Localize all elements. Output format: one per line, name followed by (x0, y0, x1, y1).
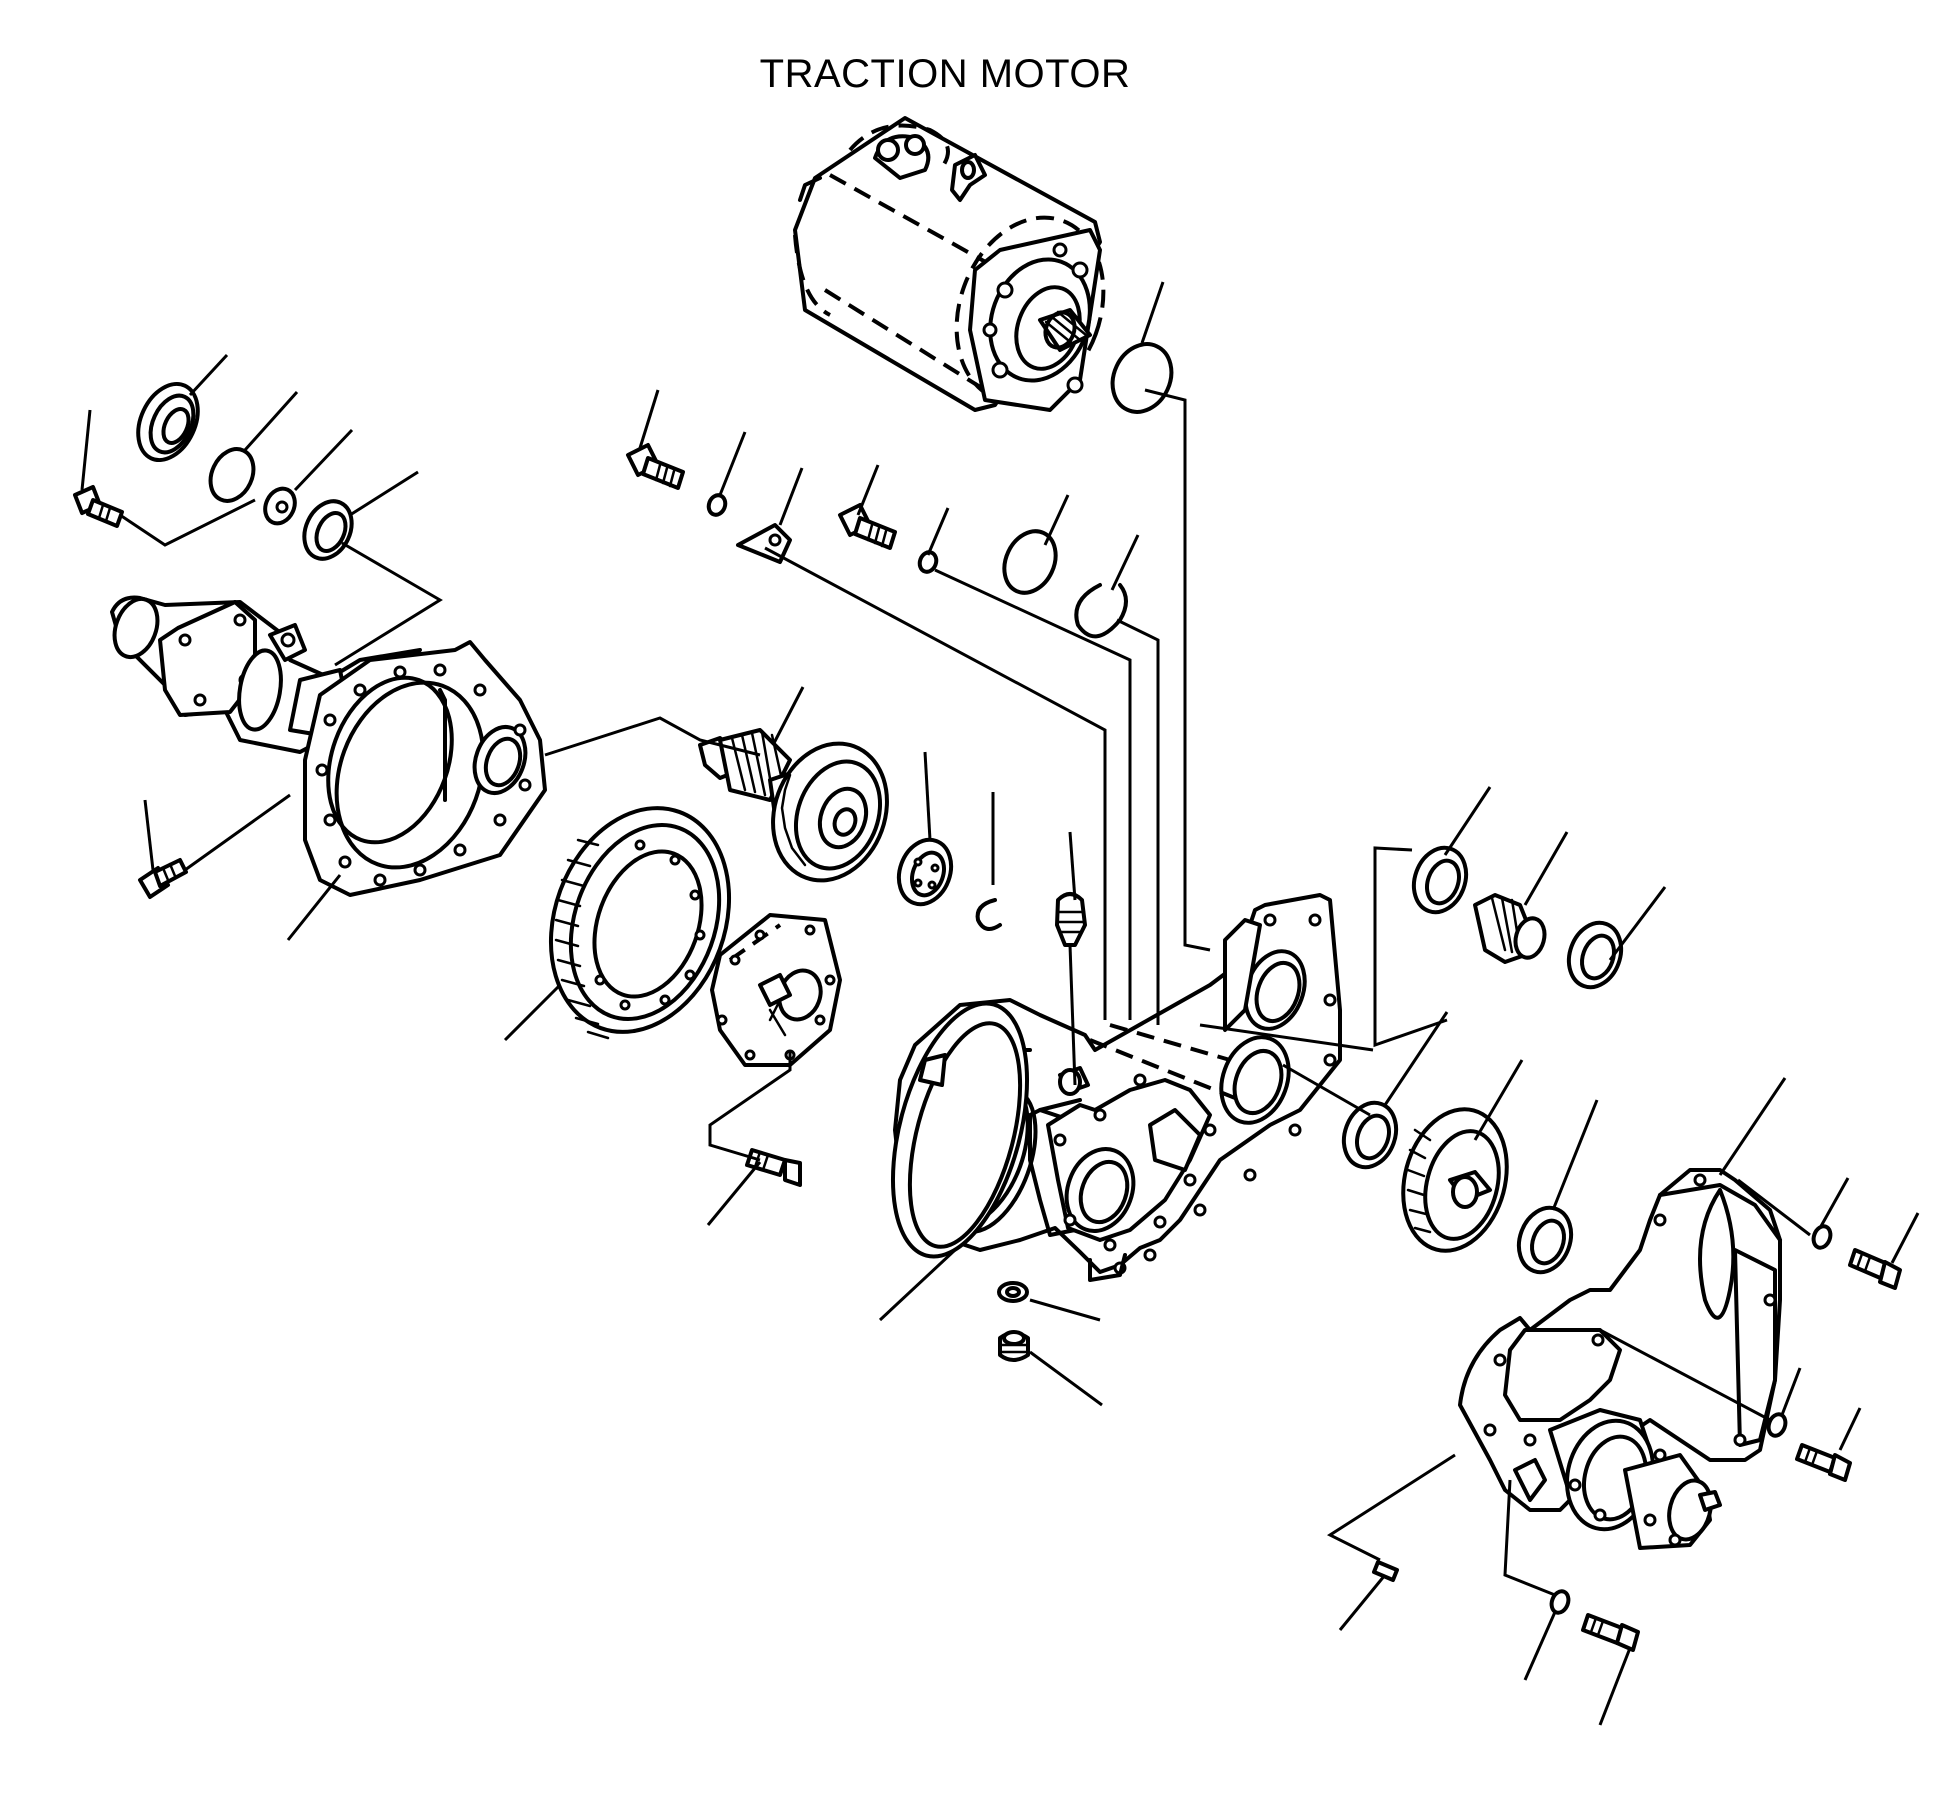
o-ring-mid (1002, 529, 1058, 595)
bolt-left-top (73, 485, 124, 528)
washer-top-1 (706, 493, 728, 517)
flange-left (303, 640, 547, 897)
bolt-left-mid (138, 858, 188, 899)
bolt-top-1 (626, 443, 685, 490)
snap-ring-center (975, 898, 1002, 931)
housing-right (1458, 1168, 1782, 1550)
o-ring-motor (1110, 342, 1174, 414)
gear-right (1401, 1107, 1509, 1253)
bolt-right-3 (1581, 1613, 1640, 1652)
dowel-pin (1372, 1560, 1399, 1582)
bolt-right-2 (1795, 1443, 1852, 1482)
ring-gear (548, 806, 732, 1040)
bearing-right-low (1341, 1100, 1399, 1170)
bolt-center-bottom (745, 1148, 802, 1187)
traction-motor (793, 116, 1106, 412)
oil-seal-left (136, 381, 200, 463)
diagram-title: TRACTION MOTOR (759, 52, 1131, 96)
leader-lines (80, 281, 1920, 1726)
differential-case (710, 913, 842, 1067)
bearing-center (896, 837, 954, 907)
snap-ring-top (1074, 583, 1128, 639)
washer-right-2 (1766, 1412, 1788, 1438)
bearing-right-mid (1566, 920, 1624, 990)
o-ring-left (208, 447, 256, 503)
bolt-top-2 (838, 503, 897, 550)
gear-center-left (771, 741, 889, 883)
bearing-right-top (1411, 845, 1469, 915)
washer-right-3 (1549, 1589, 1571, 1615)
breather (1055, 892, 1087, 947)
pinion-small (1473, 893, 1547, 964)
drum-cover (890, 1001, 1030, 1259)
washer-right-1 (1811, 1224, 1833, 1250)
bearing-right-bottom (1516, 1205, 1574, 1275)
washer-top-2 (917, 550, 939, 574)
drain-washer (997, 1281, 1029, 1303)
drain-plug (998, 1330, 1030, 1362)
bolt-right-1 (1848, 1248, 1902, 1290)
bearing-left-top (302, 499, 354, 561)
washer-left (263, 486, 297, 526)
